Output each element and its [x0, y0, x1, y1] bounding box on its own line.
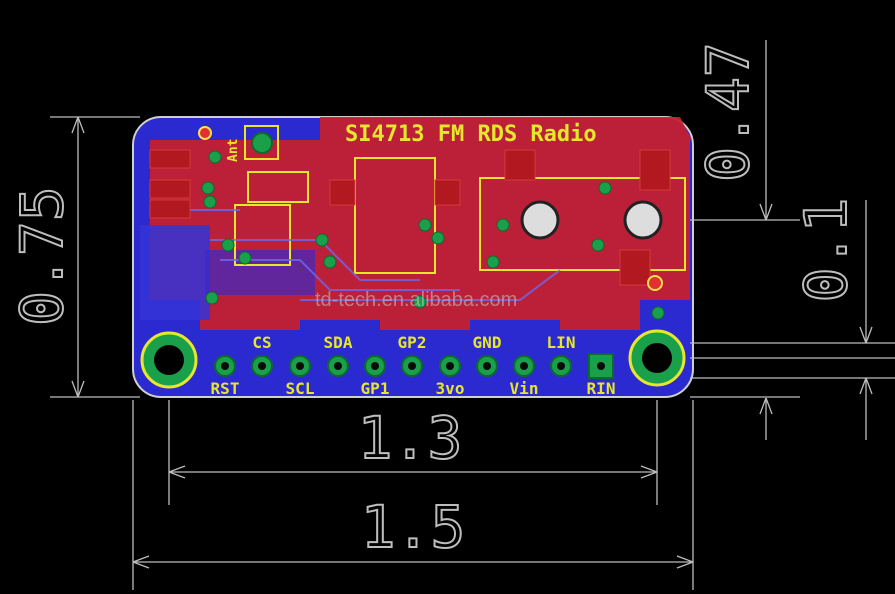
via-red: [198, 126, 212, 140]
pin-label-bottom: RST: [211, 379, 240, 398]
silk-outlines: [234, 125, 686, 274]
pin-label-top: GND: [473, 333, 502, 352]
pin-label-bottom: Vin: [510, 379, 539, 398]
mounting-hole-right: [628, 329, 686, 387]
dim-label-width-total: 1.5: [361, 493, 466, 561]
antenna-label: Ant: [226, 139, 241, 162]
header-pins: [214, 353, 614, 379]
pin-label-top: LIN: [547, 333, 576, 352]
via-red: [647, 275, 663, 291]
dim-label-height-pin: 0.1: [792, 198, 860, 303]
dim-label-width-mounting: 1.3: [358, 404, 463, 472]
board-title: SI4713 FM RDS Radio: [345, 122, 597, 147]
pin-label-top: SDA: [324, 333, 353, 352]
dim-label-height-total: 0.75: [8, 186, 76, 326]
pin-label-bottom: RIN: [587, 379, 616, 398]
mounting-hole-left: [140, 331, 198, 389]
pin-label-top: CS: [252, 333, 271, 352]
traces: [180, 209, 561, 301]
dim-label-height-mount: 0.47: [694, 42, 762, 182]
pin-labels-bottom: RST SCL GP1 3vo Vin RIN: [211, 379, 616, 398]
copper-bottom-block: [140, 225, 210, 320]
copper-top-strip: [320, 117, 692, 140]
pin-label-bottom: GP1: [361, 379, 390, 398]
vias: [201, 150, 665, 320]
copper-bottom-block: [205, 250, 315, 295]
pin-label-bottom: SCL: [286, 379, 315, 398]
mount-holes-mid: [520, 200, 663, 240]
pin-label-top: GP2: [398, 333, 427, 352]
pin-holes: [221, 362, 605, 370]
watermark: td-tech.en.alibaba.com: [315, 289, 517, 311]
pin-labels-top: CS SDA GP2 GND LIN: [252, 333, 575, 352]
antenna-pad: [251, 132, 273, 154]
pin-label-bottom: 3vo: [436, 379, 465, 398]
smd-pads: [149, 149, 671, 286]
dimension-lines: [50, 40, 895, 590]
